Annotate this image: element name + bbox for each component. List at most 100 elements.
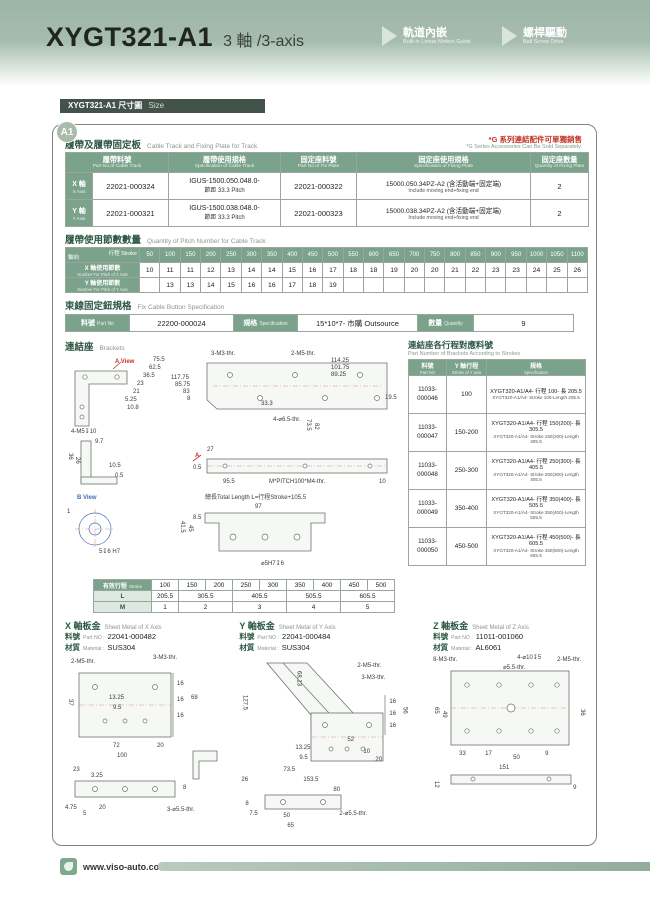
stroke-header-cell: 250 xyxy=(232,579,260,591)
dimension-label: 0.5 xyxy=(193,465,202,471)
badge-zh: 軌道內嵌 xyxy=(403,26,447,39)
stroke-header-cell: 300 xyxy=(259,579,287,591)
stroke-header-cell: 100 xyxy=(151,579,179,591)
spec-cell: 15*10*7- 市購 Outsource xyxy=(297,314,418,332)
sheet-metal-z-svg xyxy=(450,670,572,785)
section-title-zh: 束線固定鈕規格 xyxy=(65,301,132,312)
stroke-header-cell: 200 xyxy=(205,579,233,591)
bracket-row: 11033-000050 450-500 XYGT320-A1/A4- 行程 4… xyxy=(408,527,586,566)
pitch-value-cell: 17 xyxy=(281,277,303,293)
dimension-label: 49 xyxy=(441,711,448,718)
stroke-header-cell: 450 xyxy=(301,247,324,263)
pitch-value-cell: 18 xyxy=(301,277,324,293)
dimension-label: 82 xyxy=(313,423,319,430)
page-title: XYGT321-A1 xyxy=(46,22,214,52)
stroke-header-cell: 450 xyxy=(340,579,368,591)
accessories-note: *G 系列連結配件可單獨銷售 *G Series Accessories Can… xyxy=(466,135,582,151)
pitch-value-cell: 13 xyxy=(220,262,242,278)
pitch-value-cell: 25 xyxy=(546,262,568,278)
dimension-label: 12 xyxy=(433,781,440,788)
stroke-header-cell: 350 xyxy=(286,579,314,591)
pitch-value-cell: 14 xyxy=(240,262,263,278)
pitch-value-cell: 15 xyxy=(220,277,242,293)
sheet-metal-y-svg xyxy=(265,662,386,810)
pitch-value-cell: 18 xyxy=(342,262,364,278)
dimension-label: 36 xyxy=(67,453,73,460)
dimension-label: 50 xyxy=(283,813,291,819)
pitch-value-cell xyxy=(383,277,405,293)
stroke-header-cell: 150 xyxy=(179,247,202,263)
cable-part-cell: 22021-000324 xyxy=(92,172,169,200)
dimension-label: 9 xyxy=(545,751,549,757)
dimension-label: 13.25 xyxy=(109,695,125,701)
pitch-value-cell: 16 xyxy=(261,277,283,293)
arrow-right-icon xyxy=(502,26,517,46)
footer-url[interactable]: www.viso-auto.com xyxy=(83,861,168,872)
pitch-value-cell: 19 xyxy=(383,262,405,278)
dimension-label: 8 xyxy=(245,801,249,807)
m-cell: 2 xyxy=(178,601,233,613)
stroke-header-cell: 100 xyxy=(159,247,181,263)
note-en: *G Series Accessories Can Be Sold Separa… xyxy=(466,144,582,151)
header: XYGT321-A1 3 軸 /3-axis 軌道內嵌 Built-in Lin… xyxy=(0,0,650,86)
pitch-value-cell: 16 xyxy=(240,277,263,293)
dimension-label: 20 xyxy=(375,757,383,763)
section-title-zh: 履帶及履帶固定板 xyxy=(65,140,142,151)
dimension-label: 21 xyxy=(133,389,140,395)
stroke-header-cell: 700 xyxy=(403,247,426,263)
m-cell: 1 xyxy=(151,601,179,613)
dimension-label: 97 xyxy=(255,504,262,510)
length-cell: 505.5 xyxy=(286,590,341,602)
dimension-label: 5.25 xyxy=(125,397,137,403)
note-zh: *G 系列連結配件可單獨銷售 xyxy=(488,135,582,144)
badge-en: Ball Screw Drive xyxy=(523,39,564,46)
dimension-label: 2-M5-thr. xyxy=(357,663,382,669)
dimension-label: 27 xyxy=(207,447,214,453)
dimension-label: 10.5 xyxy=(109,463,121,469)
stroke-header-cell: 1100 xyxy=(566,247,589,263)
dimension-label: 68.13 xyxy=(295,671,302,687)
dimension-label: 10.8 xyxy=(127,405,139,411)
fix-part-cell: 22021-000322 xyxy=(280,172,357,200)
pitch-value-cell: 23 xyxy=(485,262,507,278)
part-no-cell: 22200-000024 xyxy=(129,314,234,332)
stroke-header-cell: 400 xyxy=(281,247,303,263)
dimension-label: 56 xyxy=(401,707,408,714)
section-title-zh: 連結座 xyxy=(65,342,94,353)
pitch-value-cell: 13 xyxy=(179,277,202,293)
corner-top-label: 行程 Stroke xyxy=(108,251,137,257)
bracket-drawing-svg xyxy=(74,361,388,552)
m-cell: 3 xyxy=(232,601,287,613)
dimension-label: 0.5 xyxy=(115,473,124,479)
stroke-header-cell: 950 xyxy=(505,247,527,263)
pitch-value-cell: 20 xyxy=(403,262,426,278)
pitch-value-cell: 23 xyxy=(505,262,527,278)
pitch-value-cell xyxy=(424,277,446,293)
sheet-metal-title-zh: X 軸板金 xyxy=(65,621,101,631)
dimension-label: 10 xyxy=(379,479,386,485)
a1-badge: A1 xyxy=(56,121,78,143)
section-title-brackets: 連結座 Brackets xyxy=(65,339,398,353)
bracket-row: 11033-000046 100 XYGT320-A1/A4- 行程 100- … xyxy=(408,375,586,414)
dimension-label: 4.75 xyxy=(65,805,77,811)
dimension-label: 26 xyxy=(241,777,249,783)
footer-bar xyxy=(158,862,650,871)
section-title-en: Fix Cable Button Specification xyxy=(137,304,225,311)
pitch-value-cell: 17 xyxy=(322,262,344,278)
